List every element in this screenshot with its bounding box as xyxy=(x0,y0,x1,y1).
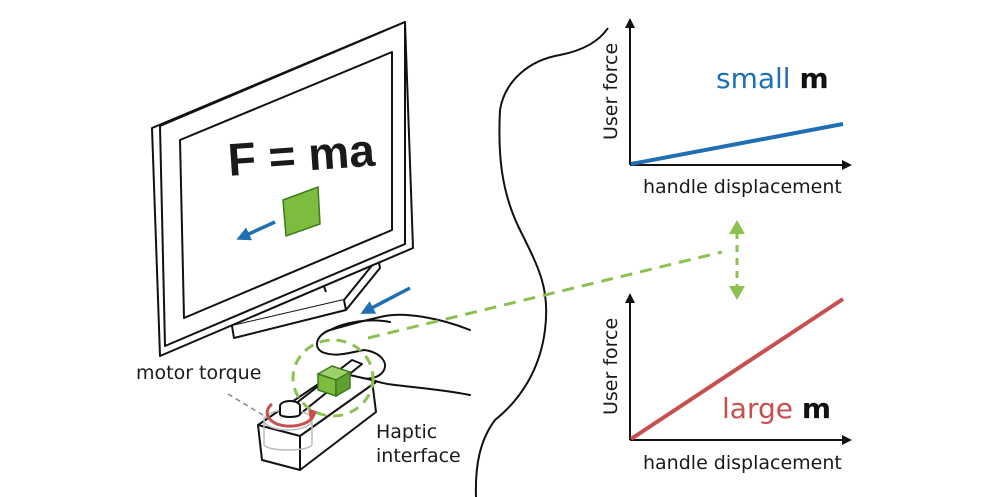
top-plot-series-label: small m xyxy=(716,62,829,95)
monitor xyxy=(151,21,414,357)
top-plot-series-line xyxy=(630,122,844,166)
bottom-plot-xlabel: handle displacement xyxy=(643,452,842,474)
bottom-plot-axes xyxy=(625,293,852,445)
compare-arrow xyxy=(729,220,745,300)
handle-cube xyxy=(316,365,352,398)
haptic-device xyxy=(257,359,377,471)
torque-arrow xyxy=(265,402,316,428)
person-back-outline xyxy=(474,109,548,497)
haptic-interface-label: Haptic interface xyxy=(376,420,461,468)
bottom-plot-series-label: large m xyxy=(722,392,831,425)
top-plot-series-symbol: m xyxy=(799,62,829,95)
screen-arrow xyxy=(236,220,276,241)
top-plot-series-word: small xyxy=(716,62,791,95)
bottom-plot-series-word: large xyxy=(722,392,793,425)
screen-block xyxy=(282,185,321,238)
person-head-outline xyxy=(499,27,609,111)
haptic-label-line2: interface xyxy=(376,445,461,467)
connector-dashed-line xyxy=(367,250,723,340)
top-plot-xlabel: handle displacement xyxy=(643,176,842,198)
top-plot-axes xyxy=(625,18,852,170)
haptic-label-line1: Haptic xyxy=(376,421,438,443)
monitor-screen xyxy=(179,51,393,319)
bottom-plot-series-symbol: m xyxy=(801,392,832,425)
screen-formula: F = ma xyxy=(226,123,377,186)
bottom-plot-series-line xyxy=(629,297,845,441)
top-plot-ylabel: User force xyxy=(600,42,622,140)
handle-highlight-circle xyxy=(291,338,375,418)
motor-knob xyxy=(279,400,301,418)
motor-torque-label: motor torque xyxy=(136,362,262,384)
hand-force-arrow xyxy=(360,286,411,314)
bottom-plot-ylabel: User force xyxy=(600,317,622,415)
motor-torque-leader xyxy=(227,393,269,419)
